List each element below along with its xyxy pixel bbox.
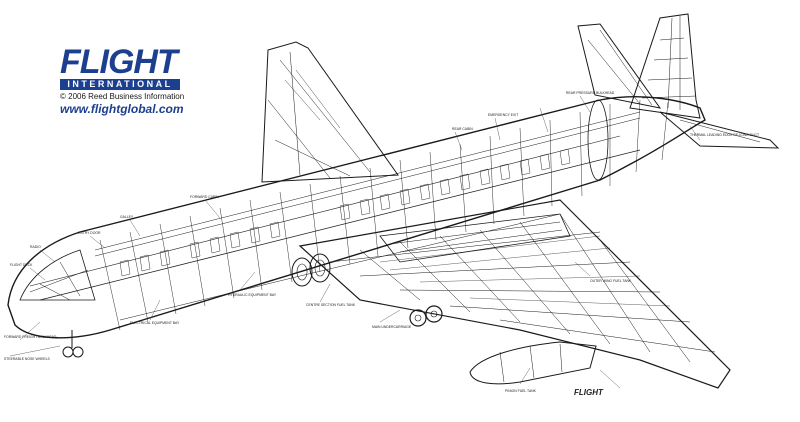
- label-galley: GALLEY: [120, 215, 134, 219]
- label-rear-cabin: REAR CABIN: [452, 127, 473, 131]
- label-flight-deck: FLIGHT DECK: [10, 263, 33, 267]
- label-radio: RADIO: [30, 245, 41, 249]
- callout-leaders: [9, 95, 701, 389]
- label-forward-cabin: FORWARD CABIN: [190, 195, 219, 199]
- label-centre-section-fuel-tank: CENTRE SECTION FUEL TANK: [306, 303, 356, 307]
- label-rear-pressure-bulkhead: REAR PRESSURE BULKHEAD: [566, 91, 615, 95]
- label-hydraulic-equipment-bay: HYDRAULIC EQUIPMENT BAY: [228, 293, 277, 297]
- pinion-fuel-tank: [469, 341, 597, 385]
- tailplane: [577, 23, 780, 149]
- logo-wordmark: FLIGHT: [60, 43, 178, 81]
- credit-mark: FLIGHT: [574, 388, 603, 397]
- label-electrical-equipment-bay: ELECTRICAL EQUIPMENT BAY: [130, 321, 180, 325]
- label-steerable-nose-wheels: STEERABLE NOSE WHEELS: [4, 357, 51, 361]
- label-pinion-fuel-tank: PINION FUEL TANK: [505, 389, 537, 393]
- label-emergency-exit: EMERGENCY EXIT: [488, 113, 518, 117]
- label-main-undercarriage: MAIN UNDERCARRIAGE: [372, 325, 412, 329]
- website-url[interactable]: www.flightglobal.com: [60, 102, 184, 116]
- nose-undercarriage: [62, 330, 84, 358]
- label-entry-door: ENTRY DOOR: [78, 231, 101, 235]
- label-outer-wing-fuel-tank: OUTER WING FUEL TANK: [590, 279, 632, 283]
- main-undercarriage: [409, 305, 443, 327]
- tail-fin: [629, 13, 701, 119]
- logo-subtitle: INTERNATIONAL: [60, 79, 180, 90]
- flight-international-logo: FLIGHT INTERNATIONAL © 2006 Reed Busines…: [60, 43, 190, 116]
- lower-wing: [298, 199, 731, 389]
- copyright-notice: © 2006 Reed Business Information: [60, 92, 185, 101]
- engine-intakes: [291, 213, 571, 287]
- upper-wing: [261, 41, 399, 183]
- label-forward-freight-bulkhead: FORWARD FREIGHT BULKHEAD: [4, 335, 57, 339]
- callout-labels: REAR CABIN EMERGENCY EXIT REAR PRESSURE …: [4, 91, 759, 393]
- fuselage: [7, 96, 706, 339]
- label-leading-edge-de-icing: THERMAL LEADING EDGE DE-ICING DUCT: [690, 133, 759, 137]
